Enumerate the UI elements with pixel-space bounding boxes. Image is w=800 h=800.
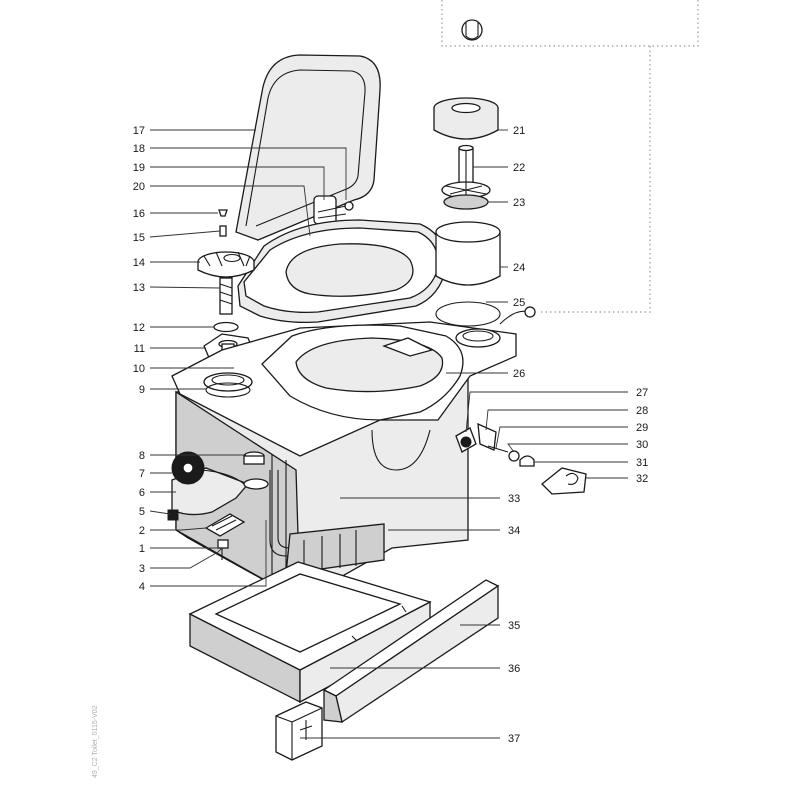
bowl-flap [382,337,434,357]
lid-inner-edge [245,69,366,227]
float-container [435,221,501,286]
callout-17: 17 [133,125,145,137]
callout-26: 26 [513,368,525,380]
valve-cap [218,209,228,237]
callout-34: 34 [508,525,520,537]
callout-11: 11 [134,343,145,355]
pour-outlet [203,372,253,398]
callout-30: 30 [636,439,648,451]
spout-valve [441,181,491,210]
fill-spout [458,144,474,189]
tank-bowl-curve [371,429,431,471]
valve-knob [197,251,255,278]
latch-cap [519,455,535,467]
callout-12: 12 [133,322,145,334]
callout-10: 10 [133,363,145,375]
indicator-cap [243,478,269,490]
inset-frame [441,0,699,47]
valve-seal-ring [213,321,239,333]
seat-opening [285,243,414,297]
callout-5: 5 [139,506,145,518]
callout-2: 2 [139,525,145,537]
cover-panel [322,579,500,724]
level-indicator-parts [204,513,246,560]
callout-18: 18 [133,143,145,155]
callout-14: 14 [133,257,145,269]
callout-13: 13 [133,282,145,294]
callout-32: 32 [636,473,648,485]
bracket [275,701,323,761]
seat-hinge [313,195,354,225]
tank-base-ribs [285,523,385,575]
callout-8: 8 [139,450,145,462]
callout-1: 1 [139,543,145,555]
callout-33: 33 [508,493,520,505]
callout-24: 24 [513,262,525,274]
callout-25: 25 [513,297,525,309]
callout-22: 22 [513,162,525,174]
fill-socket [455,328,501,348]
callout-23: 23 [513,197,525,209]
valve-spindle [219,277,233,315]
callout-19: 19 [133,162,145,174]
fill-socket-inner [462,330,494,342]
callout-28: 28 [636,405,648,417]
callout-20: 20 [133,181,145,193]
callout-36: 36 [508,663,520,675]
callout-37: 37 [508,733,520,745]
callout-3: 3 [139,563,145,575]
callout-29: 29 [636,422,648,434]
callout-31: 31 [636,457,648,469]
callout-6: 6 [139,487,145,499]
callout-4: 4 [139,581,145,593]
inset-connector [538,46,651,313]
pump-side-plug [167,509,179,521]
callout-15: 15 [133,232,145,244]
callout-21: 21 [513,125,525,137]
callout-35: 35 [508,620,520,632]
lid [235,54,381,241]
callout-27: 27 [636,387,648,399]
tray [188,561,432,704]
float-plug [243,451,265,465]
callout-16: 16 [133,208,145,220]
callout-7: 7 [139,468,145,480]
leader-lines [149,129,628,739]
callout-9: 9 [139,384,145,396]
latch-assembly [455,422,520,462]
seal-ring [435,301,536,327]
fill-cap [433,97,499,140]
inset-symbol [461,19,483,41]
drawing-code: 49_C2 Toilet_0115-V02 [92,705,99,778]
latch-cover [541,467,587,495]
